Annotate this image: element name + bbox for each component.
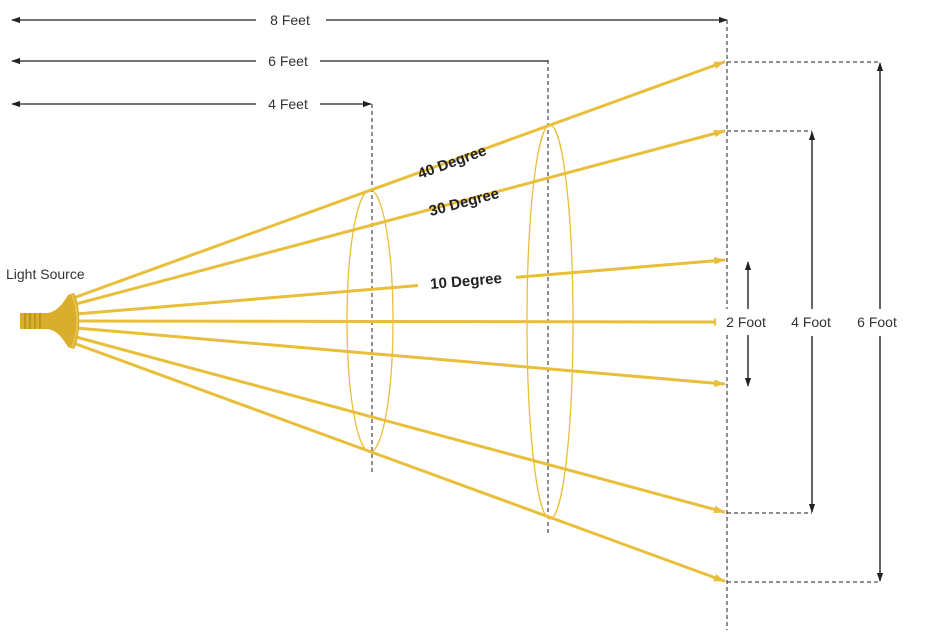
ray-40-lower	[74, 342, 726, 583]
label-8-feet: 8 Feet	[270, 12, 310, 28]
ray-30-upper	[74, 129, 726, 306]
bulb-threads	[24, 313, 41, 329]
label-6-feet: 6 Feet	[268, 53, 308, 69]
label-4-foot: 4 Foot	[791, 314, 831, 330]
bulb-body	[48, 293, 80, 349]
diameter-brackets	[727, 61, 880, 583]
ray-center	[74, 318, 726, 326]
label-4-feet: 4 Feet	[268, 96, 308, 112]
ray-30-lower	[74, 335, 726, 514]
distance-arrows	[11, 16, 728, 108]
bulb-lens	[71, 294, 79, 348]
label-light-source: Light Source	[6, 266, 85, 282]
label-10-degree: 10 Degree	[430, 270, 503, 293]
label-40-degree: 40 Degree	[416, 142, 489, 183]
ray-10-upper	[74, 256, 726, 316]
label-masks	[418, 268, 908, 335]
light-rays	[74, 60, 726, 583]
diameter-arrows	[744, 62, 884, 582]
ray-40-upper	[74, 60, 726, 299]
label-30-degree: 30 Degree	[427, 185, 501, 220]
light-source-bulb	[20, 293, 80, 349]
label-2-foot: 2 Foot	[726, 314, 766, 330]
distance-markers	[371, 20, 728, 630]
label-6-foot: 6 Foot	[857, 314, 897, 330]
ray-10-lower	[74, 326, 726, 387]
